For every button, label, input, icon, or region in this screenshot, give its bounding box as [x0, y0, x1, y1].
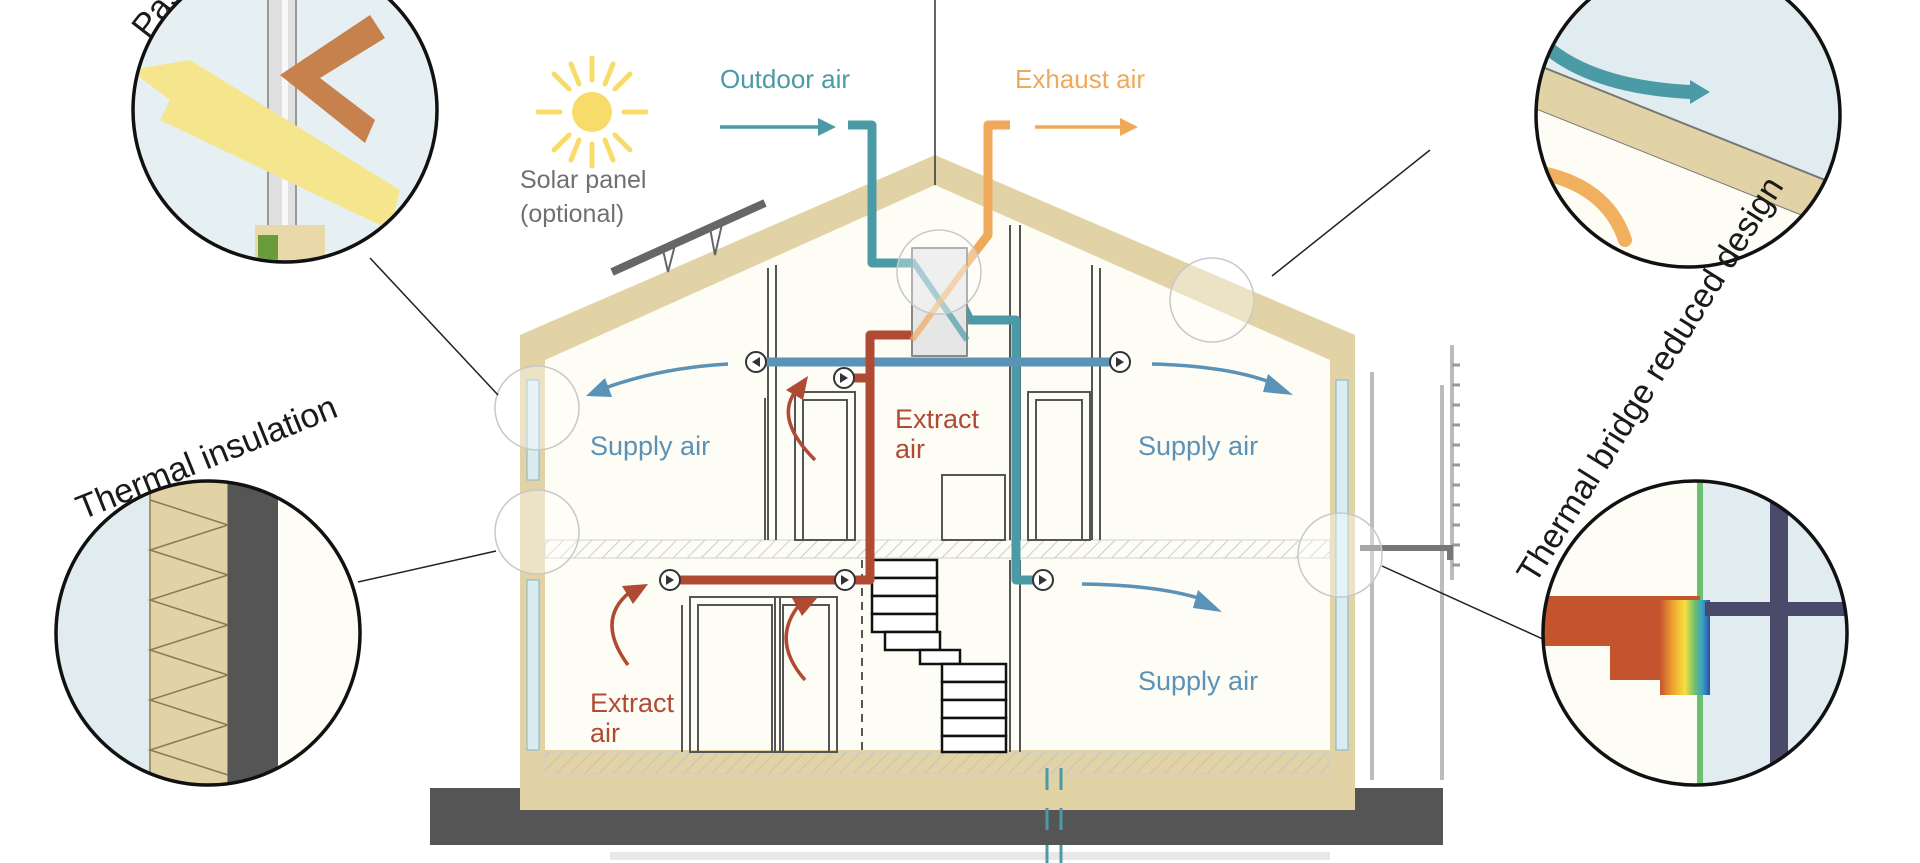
supply-air-label-right-lower: Supply air — [1138, 666, 1258, 696]
extract-air-arrow-lower-left — [610, 590, 632, 667]
ventilation-system — [659, 120, 1131, 591]
supply-air-arrow-right-upper — [1151, 362, 1276, 386]
exhaust-air-label: Exhaust air — [1015, 64, 1145, 94]
balcony-bracket — [1360, 545, 1453, 560]
callout-thermal-bridge: Thermal bridge reduced design — [1510, 170, 1849, 787]
extract-air-label-lower: Extract — [590, 688, 675, 718]
detail-markers — [494, 229, 1383, 598]
upper-floor-slab — [544, 539, 1331, 559]
solar-panel — [610, 199, 767, 276]
extract-air-label-upper: Extract — [895, 404, 980, 434]
sun-icon — [535, 55, 649, 169]
dimension-strip — [610, 852, 1330, 860]
outdoor-air-label: Outdoor air — [720, 64, 850, 94]
supply-air-arrow-left — [604, 362, 729, 390]
wall-windows — [526, 379, 1349, 751]
supply-air-arrow-right-lower — [1081, 582, 1206, 602]
supply-air-label-right-upper: Supply air — [1138, 431, 1258, 461]
extract-air-label-lower-2: air — [590, 718, 620, 748]
house-section — [520, 0, 1460, 810]
callout-insulation: Thermal insulation — [54, 388, 362, 787]
supply-air-label-left: Supply air — [590, 431, 710, 461]
solar-panel-label: Solar panel — [520, 166, 646, 194]
extract-air-arrow-lower-mid — [784, 602, 807, 682]
balcony-facade — [1370, 345, 1454, 780]
callout-windows: Passive house windows — [124, 0, 439, 264]
solar-panel-note: (optional) — [520, 200, 624, 228]
house-interior — [545, 185, 1330, 750]
ground-floor-slab — [544, 751, 1331, 775]
callout-roof-detail — [1534, 0, 1842, 269]
airflow-arrows — [586, 118, 1293, 682]
extract-air-label-upper-2: air — [895, 434, 925, 464]
extract-air-arrow-upper — [786, 390, 817, 462]
